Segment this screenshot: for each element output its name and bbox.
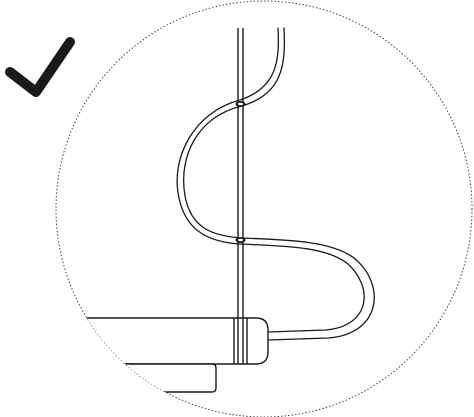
looped-cable: [177, 28, 374, 340]
fixture-body: [40, 318, 268, 392]
checkmark-icon: [10, 42, 70, 92]
detail-content: [40, 28, 374, 392]
cable-tie-lower: [236, 237, 246, 243]
vertical-wire: [238, 28, 243, 318]
cable-tie-upper: [236, 101, 246, 107]
